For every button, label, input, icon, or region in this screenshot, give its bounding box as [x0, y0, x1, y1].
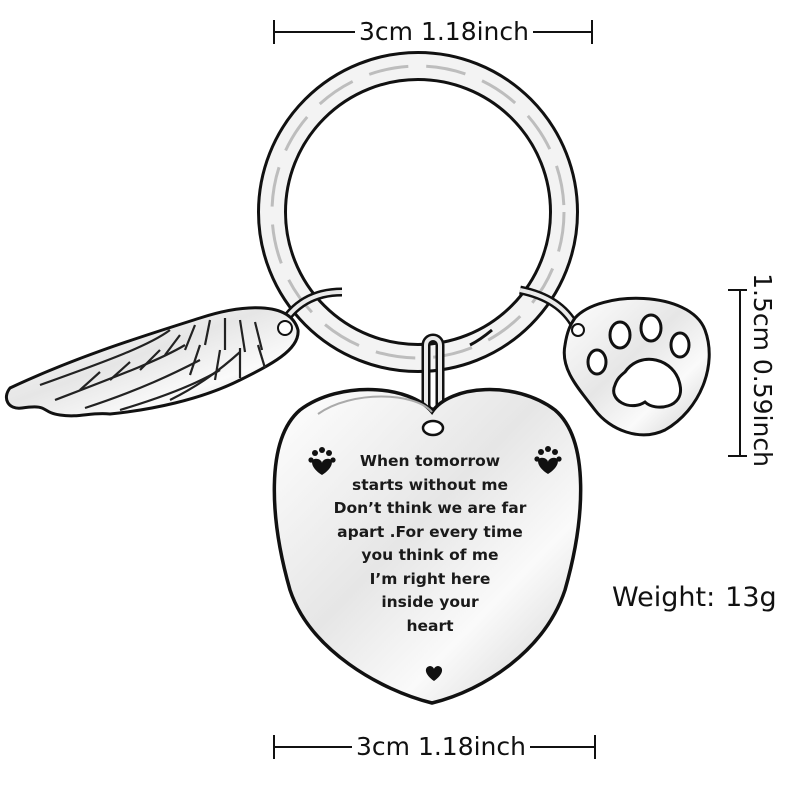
top-dimension-label: 3cm 1.18inch [355, 17, 533, 47]
engraving-line: starts without me [352, 475, 508, 494]
bottom-dimension-label: 3cm 1.18inch [352, 732, 530, 762]
side-dimension-label: 1.5cm 0.59inch [747, 269, 777, 471]
engraving-line: Don’t think we are far [333, 499, 527, 517]
engraving-line: I’m right here [369, 569, 491, 588]
key-ring-icon [257, 51, 579, 373]
engraving-line: you think of me [361, 546, 499, 564]
engraving-line: When tomorrow [359, 452, 501, 470]
engraving-line: apart .For every time [337, 522, 523, 541]
heart-tag-icon [272, 387, 583, 705]
engraving-line: inside your [381, 593, 479, 611]
paw-heart-icon-left [308, 447, 336, 475]
paw-print-icon [562, 296, 711, 437]
engraving-text: When tomorrow starts without me Don’t th… [290, 450, 570, 638]
weight-label: Weight: [612, 582, 716, 613]
engraving-line: heart [406, 616, 454, 635]
weight-value: 13g [725, 582, 777, 613]
weight-spec: Weight: 13g [612, 582, 777, 613]
small-heart-icon [425, 666, 443, 681]
paw-heart-icon-right [534, 446, 562, 474]
angel-wing-icon [5, 306, 300, 418]
